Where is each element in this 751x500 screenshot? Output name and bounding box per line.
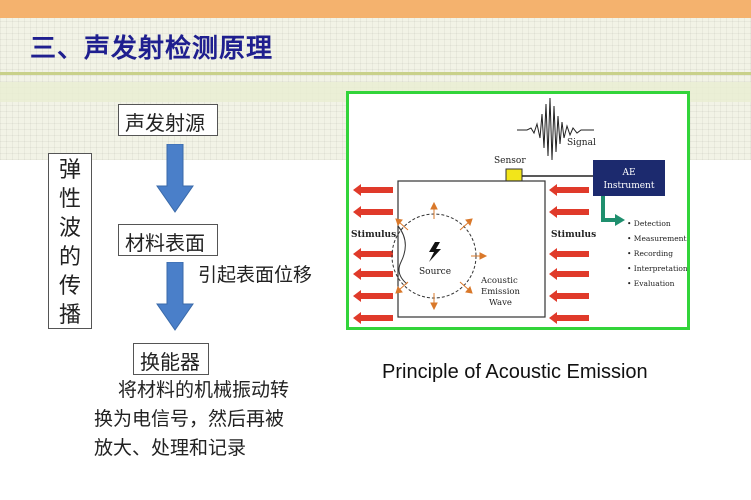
page-title: 三、声发射检测原理 [30, 34, 274, 64]
output-arrow [601, 196, 617, 222]
instrument-label-2: Instrument [604, 181, 655, 191]
vertical-char: 性 [58, 187, 81, 212]
stimulus-left-label: Stimulus [351, 230, 396, 240]
transducer-box: 换能器 [133, 343, 209, 375]
vertical-char: 传 [58, 274, 81, 299]
vertical-char: 波 [58, 216, 81, 241]
source-lightning-icon [429, 242, 441, 262]
stimulus-right-label: Stimulus [551, 230, 596, 240]
description-line: 放大、处理和记录 [94, 437, 247, 459]
surface-displacement-text: 引起表面位移 [198, 264, 313, 286]
ae-instrument-box [593, 160, 665, 196]
right-stimulus-arrows [549, 184, 589, 324]
ae-principle-svg: Signal Sensor AE Instrument • Detection … [351, 97, 688, 324]
signal-waveform [517, 97, 594, 161]
top-accent-bar [0, 0, 751, 18]
ae-source-box: 声发射源 [118, 104, 218, 136]
description-line: 将材料的机械振动转 [118, 379, 290, 401]
flow-arrow-1 [156, 144, 194, 213]
material-surface-box: 材料表面 [118, 224, 218, 256]
output-item: • Evaluation [627, 279, 675, 288]
output-item: • Recording [627, 249, 673, 258]
diagram-caption: Principle of Acoustic Emission [382, 361, 648, 383]
output-item: • Detection [627, 219, 671, 228]
flow-arrow-2 [156, 262, 194, 331]
vertical-char: 播 [58, 303, 81, 328]
instrument-label-1: AE [621, 168, 635, 178]
wave-label-1: Acoustic [480, 276, 518, 286]
ae-principle-diagram: Signal Sensor AE Instrument • Detection … [346, 91, 690, 330]
vertical-char: 的 [58, 245, 81, 270]
sensor-label: Sensor [494, 156, 526, 166]
wave-label-2: Emission [481, 287, 521, 297]
description-line: 换为电信号，然后再被 [94, 408, 285, 430]
signal-label: Signal [567, 138, 596, 148]
wave-label-3: Wave [489, 298, 512, 308]
left-stimulus-arrows [353, 184, 393, 324]
output-item: • Interpretation [627, 264, 687, 273]
transducer-description: 将材料的机械振动转 换为电信号，然后再被 放大、处理和记录 [94, 376, 364, 463]
crack-outline [397, 225, 408, 285]
output-item: • Measurement [627, 234, 687, 243]
vertical-char: 弹 [58, 158, 81, 183]
radial-arrows [395, 201, 488, 311]
source-label: Source [419, 267, 451, 277]
title-divider [0, 72, 751, 75]
specimen-body [397, 180, 546, 318]
elastic-wave-propagation-label: 弹 性 波 的 传 播 [48, 153, 92, 329]
